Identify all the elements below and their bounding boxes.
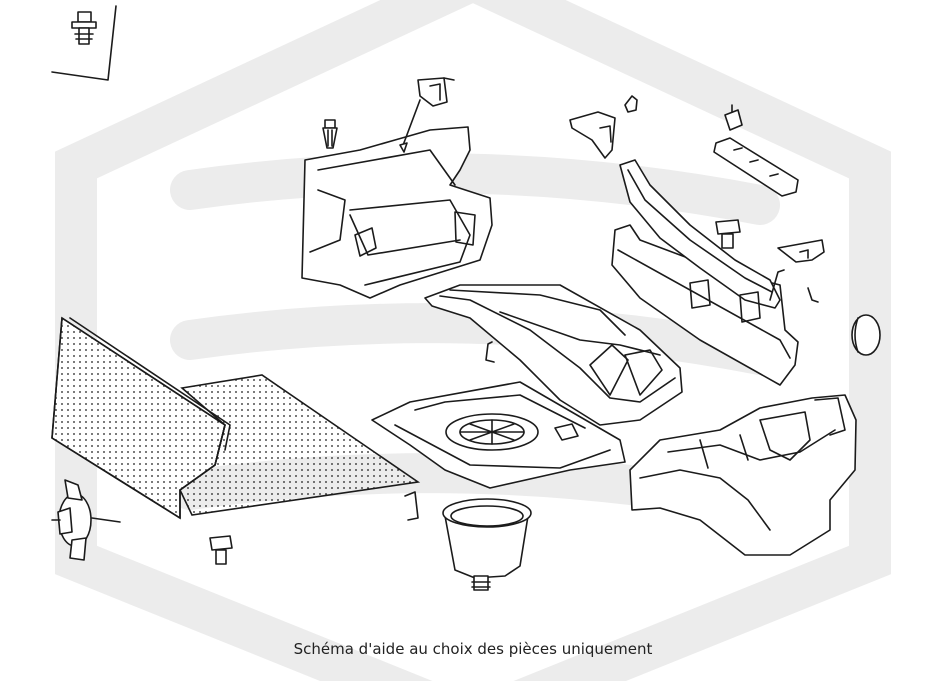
push-clip-icon [715, 219, 741, 249]
rear-shelf-trim [424, 284, 683, 426]
retaining-pin-icon [322, 119, 338, 149]
frame-corner [51, 5, 117, 81]
trunk-side-trim-panel [301, 126, 493, 299]
small-bracket [777, 239, 825, 263]
hook-icon [807, 287, 819, 303]
corner-trim [569, 111, 616, 159]
pin-icon [485, 341, 495, 363]
side-storage-box [629, 394, 857, 556]
rear-panel-trim [611, 159, 799, 386]
clip-icon [624, 95, 638, 113]
mounting-strip [713, 104, 799, 197]
fan-icon [51, 479, 121, 561]
spare-wheel-well-panel [371, 381, 626, 489]
floor-carpet [178, 374, 421, 516]
diagram-caption: Schéma d'aide au choix des pièces unique… [293, 640, 653, 658]
round-plug-icon [851, 314, 881, 356]
push-clip-icon [71, 11, 97, 45]
push-clip-icon [209, 535, 233, 565]
tab-icon [404, 491, 419, 521]
upper-bracket [399, 77, 455, 153]
storage-bin [442, 498, 532, 591]
